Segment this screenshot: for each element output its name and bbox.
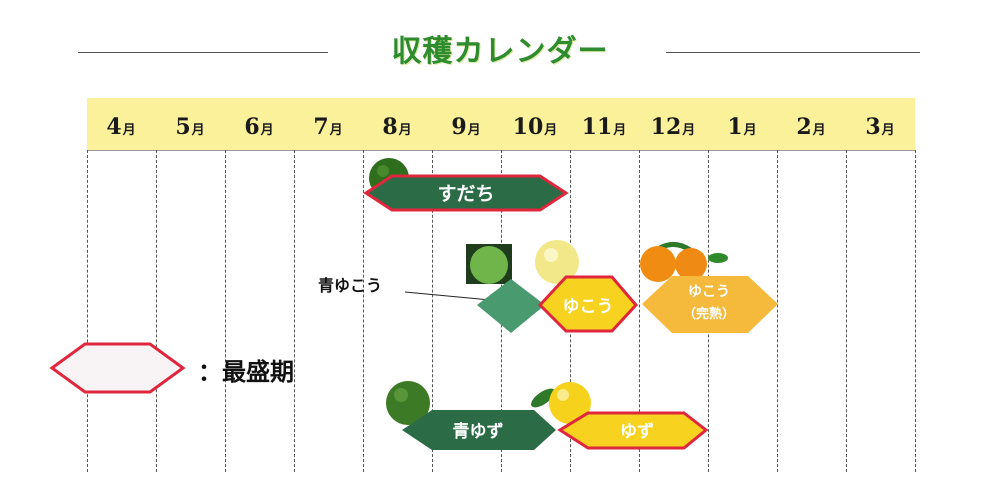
page-title: 収穫カレンダー: [391, 34, 609, 69]
bar-ao-yukou: [477, 279, 545, 333]
month-suffix: 月: [881, 123, 895, 138]
month-label-11: 11月: [570, 114, 638, 140]
month-suffix: 月: [812, 123, 826, 138]
month-suffix: 月: [613, 123, 627, 138]
month-label-4: 4月: [87, 114, 155, 140]
bar-ao-yuzu: 青ゆず: [402, 410, 556, 450]
month-number: 2: [796, 114, 812, 140]
month-number: 1: [727, 114, 743, 140]
month-label-7: 7月: [294, 114, 362, 140]
bar-yukou-label: ゆこう: [563, 297, 614, 317]
month-gridline: [363, 150, 364, 472]
month-number: 10: [512, 114, 544, 140]
month-suffix: 月: [467, 123, 481, 138]
month-gridline: [915, 150, 916, 472]
legend-separator: ：: [198, 357, 222, 386]
bar-sudachi-label: すだち: [437, 183, 494, 205]
month-suffix: 月: [329, 123, 343, 138]
month-gridline: [156, 150, 157, 472]
month-number: 7: [313, 114, 329, 140]
month-number: 6: [244, 114, 260, 140]
legend-peak-hexagon: [49, 342, 186, 394]
month-label-6: 6月: [225, 114, 293, 140]
month-number: 3: [865, 114, 881, 140]
ao-yuzu-fruit-image: [386, 381, 430, 425]
month-suffix: 月: [398, 123, 412, 138]
month-label-1: 1月: [708, 114, 776, 140]
title-rule-right: [666, 52, 920, 53]
month-label-9: 9月: [432, 114, 500, 140]
month-label-2: 2月: [777, 114, 845, 140]
bar-yukou-ripe: ゆこう （完熟）: [642, 276, 778, 333]
title-rule-left: [78, 52, 328, 53]
legend-label: ：最盛期: [198, 352, 294, 387]
month-label-3: 3月: [846, 114, 914, 140]
month-suffix: 月: [544, 123, 558, 138]
month-gridline: [87, 150, 88, 472]
month-label-12: 12月: [639, 114, 707, 140]
month-number: 12: [650, 114, 682, 140]
bar-yuzu-label: ゆず: [620, 422, 654, 442]
yukou-fruit-image: [535, 240, 579, 284]
month-number: 11: [581, 114, 613, 140]
month-suffix: 月: [122, 123, 136, 138]
month-number: 8: [382, 114, 398, 140]
bar-yukou: ゆこう: [537, 275, 639, 333]
bar-yukou-ripe-label: ゆこう: [688, 284, 730, 300]
month-gridline: [846, 150, 847, 472]
month-suffix: 月: [260, 123, 274, 138]
bar-ao-yuzu-label: 青ゆず: [453, 421, 504, 442]
month-gridline: [639, 150, 640, 472]
month-number: 9: [451, 114, 467, 140]
month-gridline: [294, 150, 295, 472]
ao-yukou-fruit-image: [466, 244, 512, 284]
bar-ao-yukou-label: 青ゆこう: [318, 276, 382, 295]
bar-sudachi: すだち: [363, 174, 569, 212]
month-header-bar: [87, 98, 915, 151]
bar-yuzu: ゆず: [557, 411, 709, 450]
yukou-ripe-fruit-image: [640, 242, 728, 282]
month-gridline: [225, 150, 226, 472]
month-gridline: [777, 150, 778, 472]
legend-peak-label: 最盛期: [222, 357, 294, 386]
month-gridline: [432, 150, 433, 472]
month-label-8: 8月: [363, 114, 431, 140]
month-suffix: 月: [682, 123, 696, 138]
month-number: 4: [106, 114, 122, 140]
month-suffix: 月: [191, 123, 205, 138]
bar-yukou-ripe-label-line2: （完熟）: [683, 306, 735, 322]
yuzu-fruit-image: [531, 382, 591, 424]
month-suffix: 月: [743, 123, 757, 138]
month-label-5: 5月: [156, 114, 224, 140]
month-label-10: 10月: [501, 114, 569, 140]
month-number: 5: [175, 114, 191, 140]
